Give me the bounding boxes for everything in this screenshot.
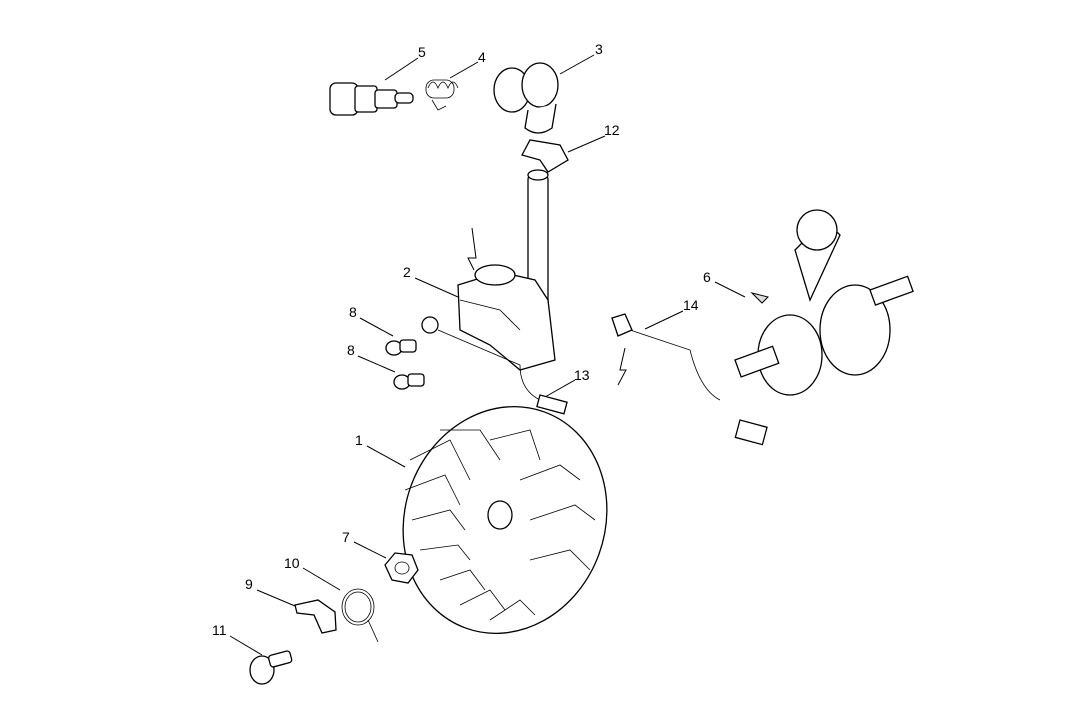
label-9: 9	[245, 576, 253, 592]
crankshaft	[734, 209, 914, 396]
part-5-spark-plug	[329, 82, 414, 116]
part-10-spring	[341, 588, 379, 643]
label-2: 2	[403, 264, 411, 280]
label-13: 13	[574, 367, 590, 383]
label-1: 1	[355, 432, 363, 448]
label-11: 11	[212, 622, 227, 638]
label-3: 3	[595, 41, 603, 57]
part-14-ground-wire	[611, 313, 768, 446]
label-6: 6	[703, 269, 711, 285]
part-1-flywheel	[402, 406, 608, 634]
label-14: 14	[683, 297, 699, 313]
leader-lines	[229, 54, 746, 656]
part-12-clip	[521, 139, 569, 173]
part-7-nut	[384, 552, 419, 584]
part-3-spark-plug-boot	[493, 62, 559, 134]
label-12: 12	[604, 122, 620, 138]
part-2-ignition-coil	[421, 227, 568, 415]
part-11-bolt	[249, 650, 293, 685]
part-8-screw	[393, 373, 425, 390]
part-8-screw	[385, 339, 417, 356]
label-4: 4	[478, 49, 486, 65]
ignition-lead	[527, 169, 549, 313]
callout-labels: 5 4 3 12 2 6 14 8 8 13 1 7 10 9 11	[212, 41, 711, 638]
label-10: 10	[284, 555, 300, 571]
part-6-key	[750, 292, 769, 304]
part-4-spring	[425, 79, 459, 111]
label-8: 8	[349, 304, 357, 320]
part-9-pawl	[294, 599, 337, 634]
label-7: 7	[342, 529, 350, 545]
label-5: 5	[418, 44, 426, 60]
label-8: 8	[347, 342, 355, 358]
